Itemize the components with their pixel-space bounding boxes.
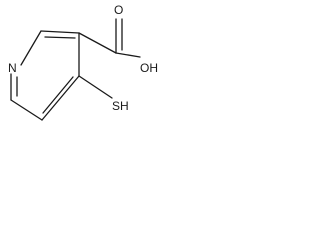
bond-c2-c3-inner bbox=[44, 36, 76, 39]
atom-label-hydroxyl: OH bbox=[140, 61, 158, 75]
bond-carboxyl-oh bbox=[115, 52, 141, 58]
bond-n-c2 bbox=[20, 30, 42, 66]
atom-label-nitrogen: N bbox=[8, 61, 17, 75]
bond-c4-c5-outer bbox=[41, 75, 80, 121]
atom-label-carbonyl-oxygen: O bbox=[114, 3, 123, 17]
bond-c5-c6 bbox=[10, 99, 43, 121]
chemical-structure: N O OH SH bbox=[8, 3, 158, 121]
bond-c4-c5-inner bbox=[42, 76, 74, 114]
bond-c4-s bbox=[78, 75, 113, 99]
bond-c3-carboxyl-c bbox=[78, 32, 117, 54]
bond-c2-c3-outer bbox=[40, 30, 80, 34]
atom-label-thiol: SH bbox=[112, 99, 129, 113]
